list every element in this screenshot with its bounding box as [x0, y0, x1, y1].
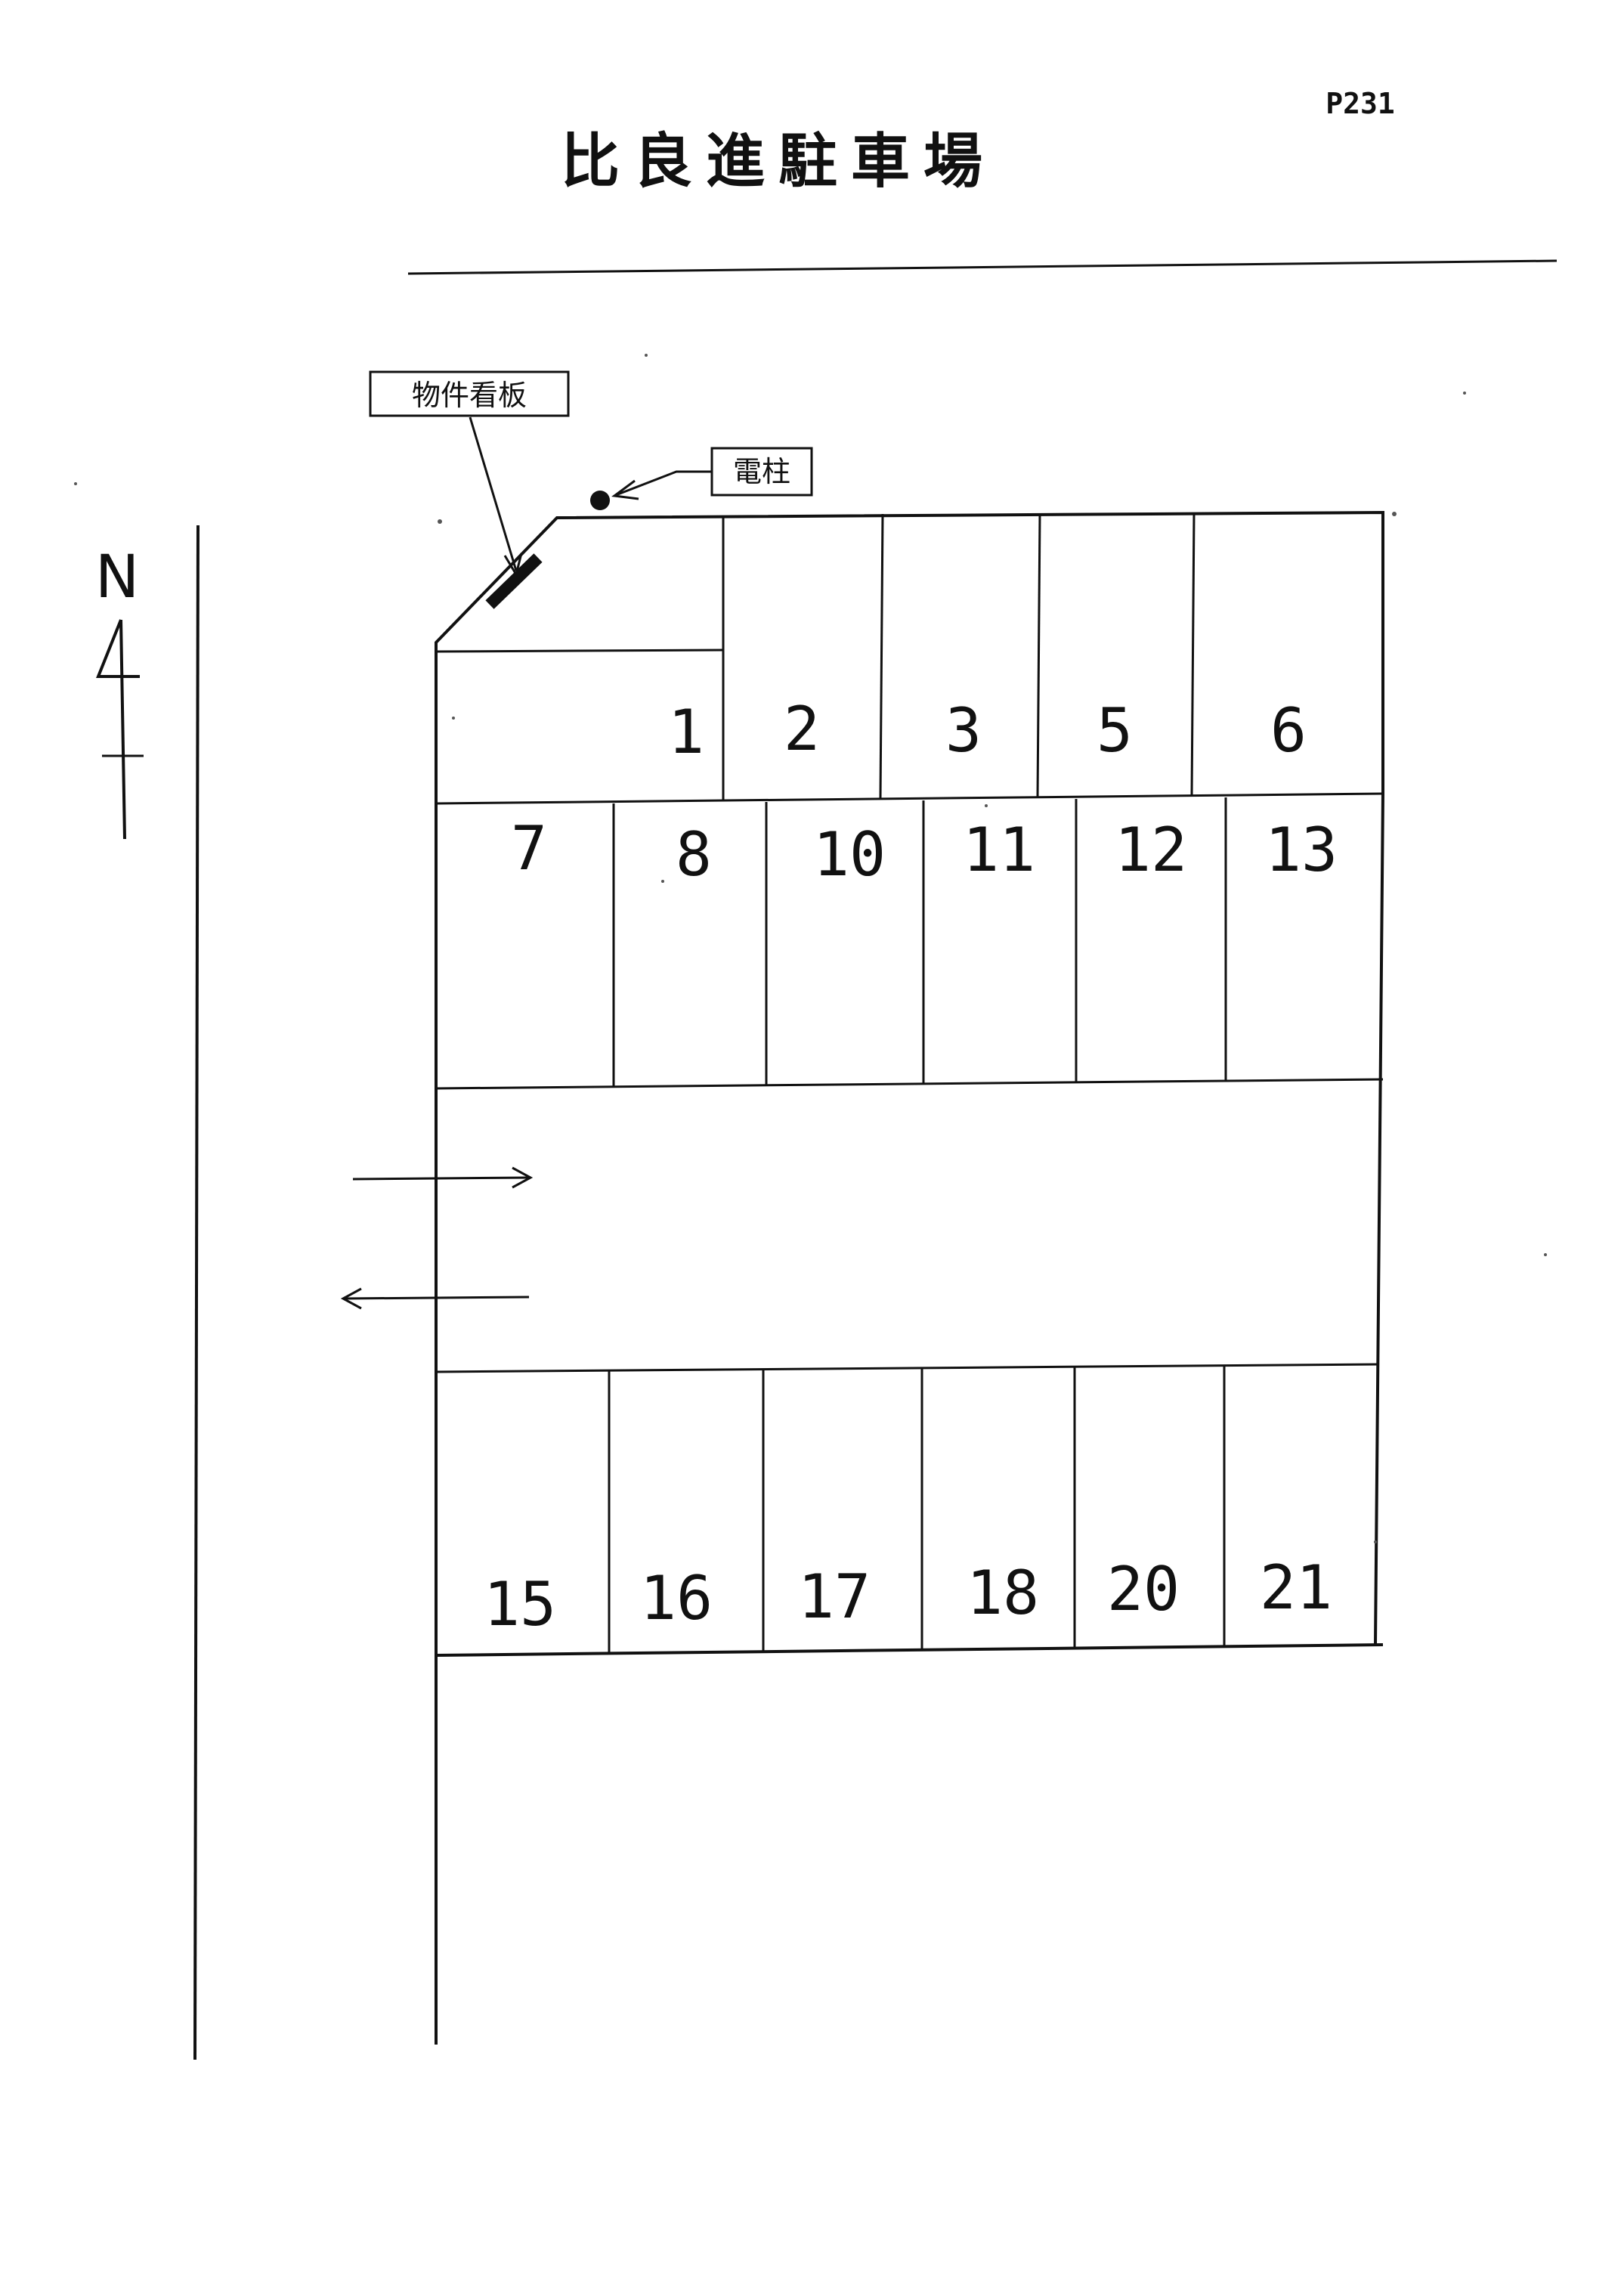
space-number: 11 — [963, 815, 1035, 885]
row3-bottom-line — [435, 1643, 1384, 1657]
scan-speck — [438, 519, 442, 524]
scan-speck — [645, 354, 648, 357]
scan-speck — [452, 717, 455, 720]
exit-arrow-line — [343, 1296, 530, 1300]
page-code: P231 — [1325, 87, 1395, 120]
driveway-entry-arrows — [340, 1166, 534, 1310]
row1-divider — [879, 513, 884, 799]
space-number: 17 — [798, 1562, 871, 1632]
utility-pole: 電柱 — [590, 447, 813, 510]
sign-leader-line — [469, 416, 518, 571]
row2-bottom-line — [435, 1078, 1384, 1090]
space-number: 13 — [1265, 815, 1338, 885]
sign-marker — [485, 553, 543, 609]
space-number: 3 — [945, 695, 982, 766]
entry-arrow-line — [352, 1176, 530, 1181]
exit-arrow-head — [340, 1287, 362, 1310]
scan-speck — [1544, 1253, 1547, 1256]
space-number: 2 — [784, 694, 820, 764]
sign-label: 物件看板 — [412, 379, 527, 412]
space-number: 16 — [640, 1563, 713, 1633]
scan-speck — [74, 482, 77, 485]
space-number: 8 — [676, 819, 712, 890]
scan-speck — [1392, 512, 1397, 516]
page-title: 比良進駐車場 — [561, 127, 996, 196]
scan-speck — [985, 804, 988, 807]
parking-row-1 — [435, 512, 1384, 805]
scan-specks — [74, 354, 1547, 1543]
space-number: 10 — [813, 819, 886, 890]
row1-bottom-line — [435, 792, 1384, 805]
north-arrow: N — [95, 543, 144, 840]
pole-leader-line — [615, 470, 712, 497]
property-sign: 物件看板 — [369, 370, 570, 609]
space-number: 20 — [1107, 1554, 1180, 1624]
space-number: 12 — [1115, 815, 1187, 885]
north-arrow-head — [96, 619, 140, 678]
north-arrow-shaft — [119, 619, 126, 840]
road-edge-line — [193, 525, 200, 2060]
space-number: 1 — [668, 697, 704, 767]
lot-outline — [435, 510, 1384, 1655]
space-number: 18 — [967, 1558, 1039, 1628]
space-number: 7 — [511, 813, 547, 884]
pole-marker — [590, 491, 610, 510]
row3-top-line — [435, 1363, 1380, 1373]
space-number: 5 — [1097, 695, 1133, 766]
space-number: 15 — [484, 1569, 556, 1639]
entry-arrow-head — [512, 1166, 534, 1189]
parking-row-3 — [435, 1363, 1384, 1657]
scan-speck — [1374, 1540, 1377, 1543]
row1-divider — [1036, 512, 1041, 798]
space-number: 6 — [1270, 695, 1307, 766]
pole-leader-arrowhead — [611, 479, 639, 500]
scan-speck — [1463, 392, 1466, 395]
scan-speck — [661, 880, 664, 883]
north-label: N — [95, 543, 139, 611]
parking-row-2 — [435, 797, 1384, 1090]
pole-label: 電柱 — [733, 455, 790, 488]
row1-divider — [1190, 512, 1196, 797]
sign-label-box — [369, 370, 570, 417]
title-underline — [407, 259, 1557, 275]
space-1-top-line — [435, 649, 724, 653]
space-number: 21 — [1260, 1553, 1332, 1623]
